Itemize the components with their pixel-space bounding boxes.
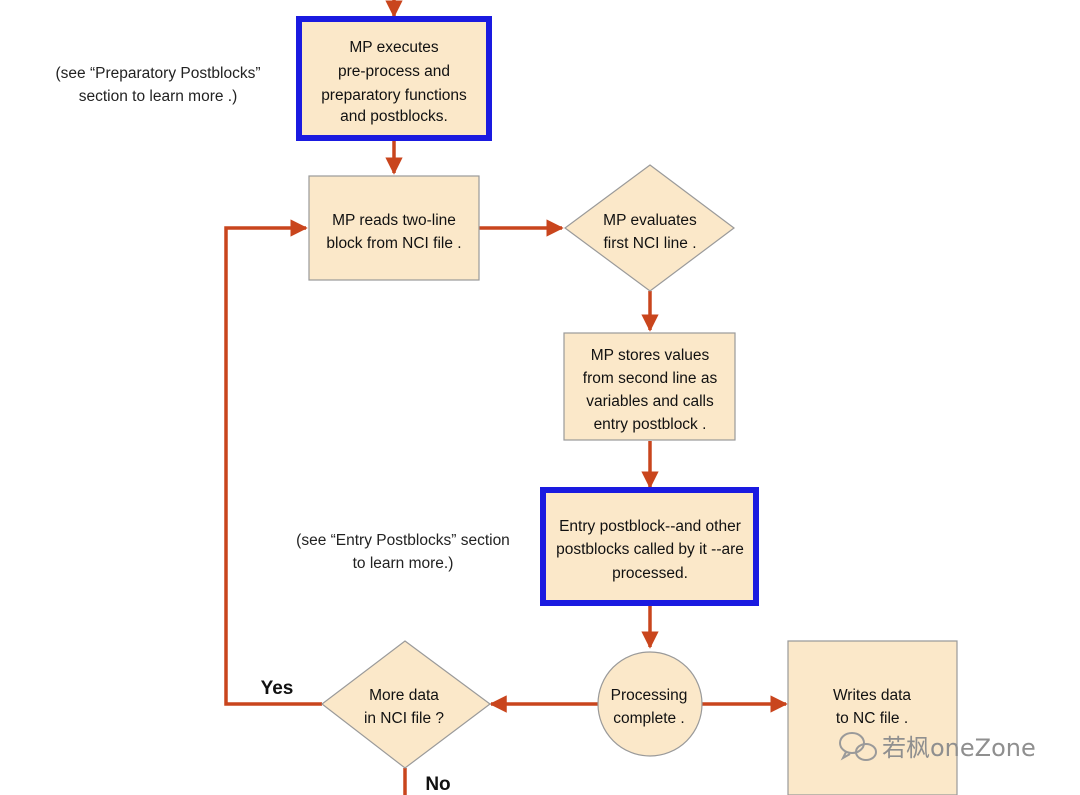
node-store-values: MP stores values from second line as var…	[563, 332, 736, 441]
node-evaluate-line-1: MP evaluates	[603, 212, 697, 229]
node-more-data-line-1: More data	[369, 687, 439, 704]
node-preprocess-line-3: preparatory functions	[321, 87, 467, 104]
wechat-icon	[839, 732, 877, 761]
node-writes-data-line-1: Writes data	[833, 687, 911, 704]
connectors	[224, 0, 788, 795]
node-writes-data: Writes data to NC file .	[787, 640, 958, 795]
node-entry-postblock: Entry postblock--and other postblocks ca…	[540, 487, 759, 606]
note-preparatory-line-2: section to learn more .)	[79, 88, 238, 105]
node-processing-complete-line-2: complete .	[613, 710, 685, 727]
arrow-yes-loop	[224, 219, 322, 706]
node-evaluate-line-2: first NCI line .	[603, 235, 696, 252]
node-store-values-line-2: from second line as	[583, 370, 718, 387]
node-entry-postblock-line-3: processed.	[612, 565, 688, 582]
node-store-values-line-3: variables and calls	[586, 393, 714, 410]
node-entry-postblock-line-1: Entry postblock--and other	[559, 518, 741, 535]
node-preprocess: MP executes pre-process and preparatory …	[296, 16, 492, 141]
node-processing-complete: Processing complete .	[597, 651, 703, 757]
node-processing-complete-line-1: Processing	[611, 687, 688, 704]
note-entry-line-1: (see “Entry Postblocks” section	[296, 532, 510, 549]
node-more-data: More data in NCI file ?	[321, 640, 492, 769]
node-entry-postblock-line-2: postblocks called by it --are	[556, 541, 744, 558]
node-store-values-line-4: entry postblock .	[594, 416, 707, 433]
node-preprocess-line-1: MP executes	[349, 39, 439, 56]
node-preprocess-line-4: and postblocks.	[340, 108, 448, 125]
watermark-text: 若枫oneZone	[882, 734, 1036, 762]
note-preparatory: (see “Preparatory Postblocks” section to…	[55, 65, 260, 105]
watermark: 若枫oneZone	[839, 732, 1036, 762]
node-more-data-line-2: in NCI file ?	[364, 710, 444, 727]
node-preprocess-line-2: pre-process and	[338, 63, 450, 80]
note-preparatory-line-1: (see “Preparatory Postblocks”	[55, 65, 260, 82]
node-store-values-line-1: MP stores values	[591, 347, 710, 364]
node-read-block-line-1: MP reads two-line	[332, 212, 456, 229]
note-entry: (see “Entry Postblocks” section to learn…	[296, 532, 510, 572]
node-read-block: MP reads two-line block from NCI file .	[308, 175, 480, 281]
node-writes-data-line-2: to NC file .	[836, 710, 908, 727]
label-yes: Yes	[261, 678, 294, 699]
label-no: No	[425, 774, 450, 795]
note-entry-line-2: to learn more.)	[353, 555, 454, 572]
node-read-block-line-2: block from NCI file .	[326, 235, 461, 252]
node-evaluate: MP evaluates first NCI line .	[563, 164, 735, 292]
